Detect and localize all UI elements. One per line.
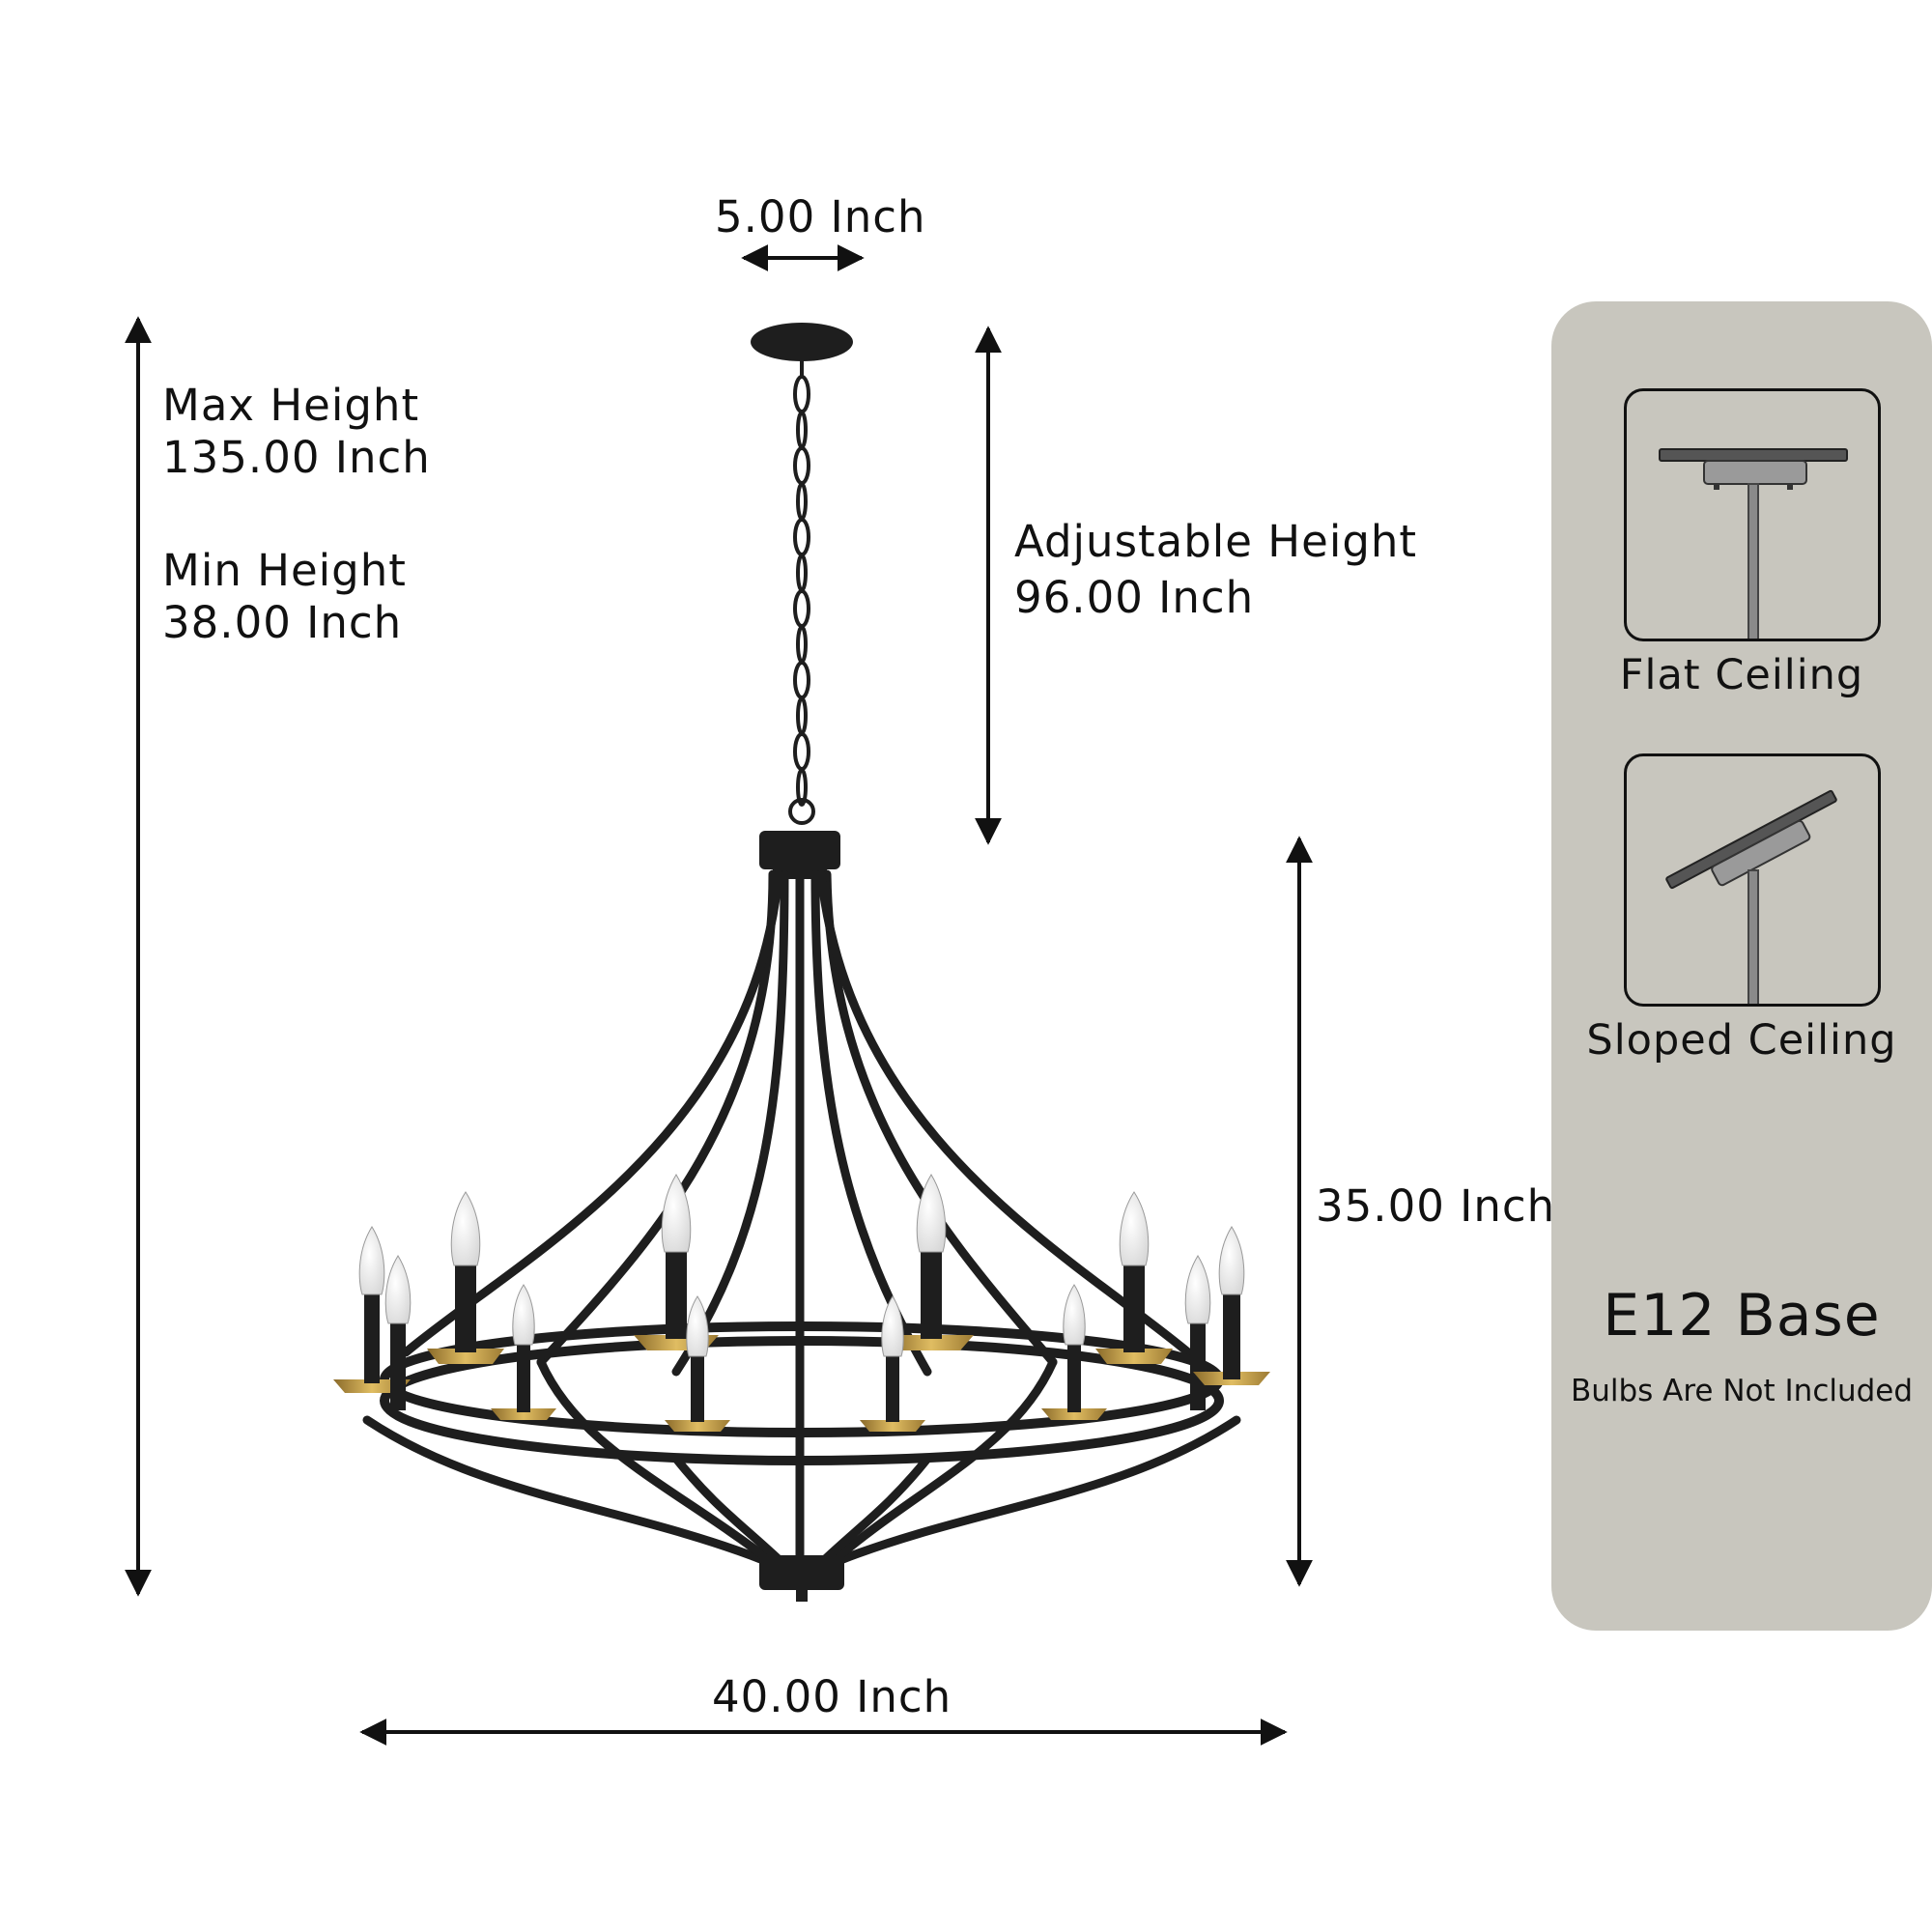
ceiling-canopy	[751, 323, 853, 361]
candle-right-3	[1095, 1191, 1173, 1364]
flat-ceiling-card	[1624, 388, 1881, 641]
adjustable-height-label: Adjustable Height	[1014, 516, 1418, 567]
sloped-ceiling-icon	[1665, 789, 1837, 1004]
candle-left-2	[384, 1255, 412, 1410]
min-height-label: Min Height	[162, 545, 407, 596]
candle-center-back-right	[860, 1295, 925, 1432]
candle-right-outer	[1193, 1226, 1270, 1385]
canopy-width-label: 5.00 Inch	[715, 191, 926, 242]
min-height-value: 38.00 Inch	[162, 597, 403, 648]
candle-left-4	[491, 1284, 556, 1420]
ceiling-info-panel: Flat Ceiling Sloped Ceiling E12 Base Bul…	[1551, 301, 1932, 1631]
sloped-ceiling-card	[1624, 753, 1881, 1007]
candle-left-3	[427, 1191, 504, 1364]
candle-right-4	[1041, 1284, 1107, 1420]
candle-center-right	[889, 1174, 974, 1350]
candle-center-back-left	[665, 1295, 730, 1432]
flat-ceiling-icon	[1659, 448, 1848, 639]
body-height-label: 35.00 Inch	[1316, 1180, 1556, 1232]
max-height-value: 135.00 Inch	[162, 432, 431, 483]
flat-ceiling-label: Flat Ceiling	[1619, 651, 1864, 699]
body-width-label: 40.00 Inch	[712, 1671, 952, 1722]
sloped-ceiling-label: Sloped Ceiling	[1586, 1016, 1897, 1065]
max-height-label: Max Height	[162, 380, 420, 431]
basket-curves	[362, 1357, 1241, 1568]
chandelier-ring-front	[380, 1336, 1224, 1465]
adjustable-height-value: 96.00 Inch	[1014, 572, 1255, 623]
bulbs-not-included-note: Bulbs Are Not Included	[1570, 1374, 1914, 1408]
candle-right-2	[1184, 1255, 1211, 1410]
hanging-chain	[788, 359, 815, 825]
bottom-finial	[759, 1555, 844, 1602]
bulb-base-title: E12 Base	[1603, 1282, 1881, 1350]
